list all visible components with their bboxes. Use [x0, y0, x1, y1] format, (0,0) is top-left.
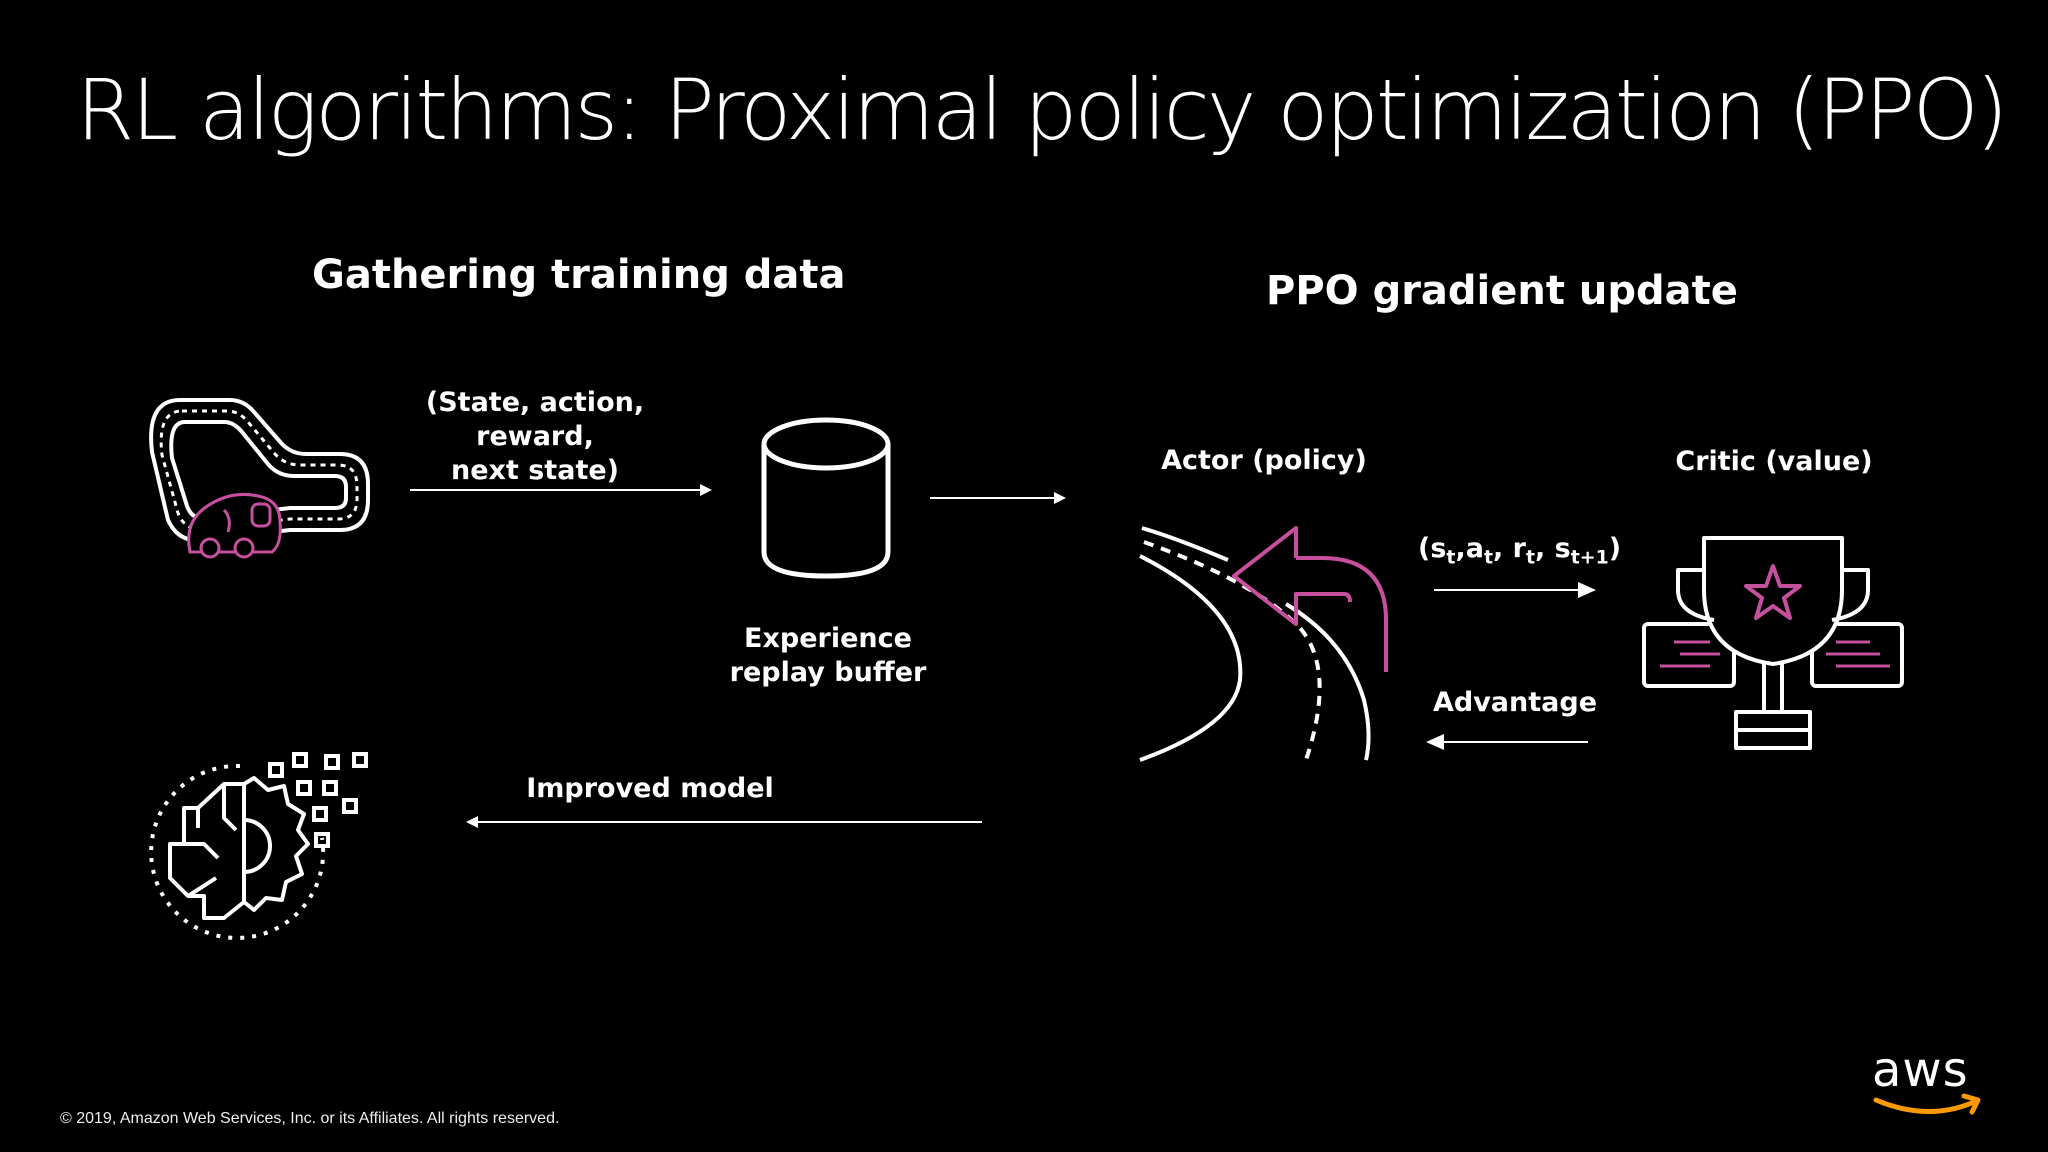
buffer-label-line1: Experience [744, 623, 912, 654]
trophy-icon [1642, 536, 1904, 750]
aws-logo: aws [1872, 1046, 1984, 1126]
aws-smile-icon [1873, 1093, 1981, 1115]
heading-gathering: Gathering training data [312, 252, 846, 298]
aws-logo-text: aws [1872, 1042, 1969, 1098]
arrow-to-model [466, 816, 982, 828]
arrow-to-critic [1434, 582, 1596, 598]
actor-label: Actor (policy) [1161, 445, 1367, 476]
slide-title: RL algorithms: Proximal policy optimizat… [76, 61, 2008, 159]
tuple-s2-sub: t+1 [1570, 546, 1609, 569]
tuple-s-sub: t [1446, 546, 1456, 569]
tuple-r: , r [1492, 533, 1526, 564]
transition-label-line1: (State, action, reward, [425, 387, 645, 452]
tuple-r-sub: t [1525, 546, 1535, 569]
tuple-a: ,a [1455, 533, 1484, 564]
database-cylinder-icon [761, 417, 891, 579]
road-turn-arrow-icon [1139, 526, 1388, 762]
advantage-label: Advantage [1432, 687, 1598, 718]
buffer-label-line2: replay buffer [729, 656, 927, 688]
brain-gear-icon [149, 752, 368, 940]
copyright-footer: © 2019, Amazon Web Services, Inc. or its… [60, 1110, 560, 1127]
tuple-s: (s [1418, 533, 1447, 564]
transition-tuple-label: (State, action, reward, next state) [370, 386, 700, 487]
race-track-car-icon [149, 398, 370, 559]
improved-model-label: Improved model [526, 773, 774, 804]
tuple-close: ) [1608, 533, 1622, 564]
state-tuple-label: (st,at, rt, st+1) [1418, 532, 1622, 570]
arrow-to-buffer [410, 484, 712, 496]
critic-label: Critic (value) [1675, 446, 1873, 477]
arrow-to-actor [930, 492, 1066, 504]
tuple-a-sub: t [1483, 546, 1493, 569]
tuple-s2: , s [1534, 533, 1571, 564]
transition-label-line2: next state) [450, 454, 619, 486]
arrow-to-actor-advantage [1426, 734, 1588, 750]
heading-ppo-update: PPO gradient update [1266, 268, 1738, 314]
buffer-label: Experience replay buffer [700, 622, 956, 690]
